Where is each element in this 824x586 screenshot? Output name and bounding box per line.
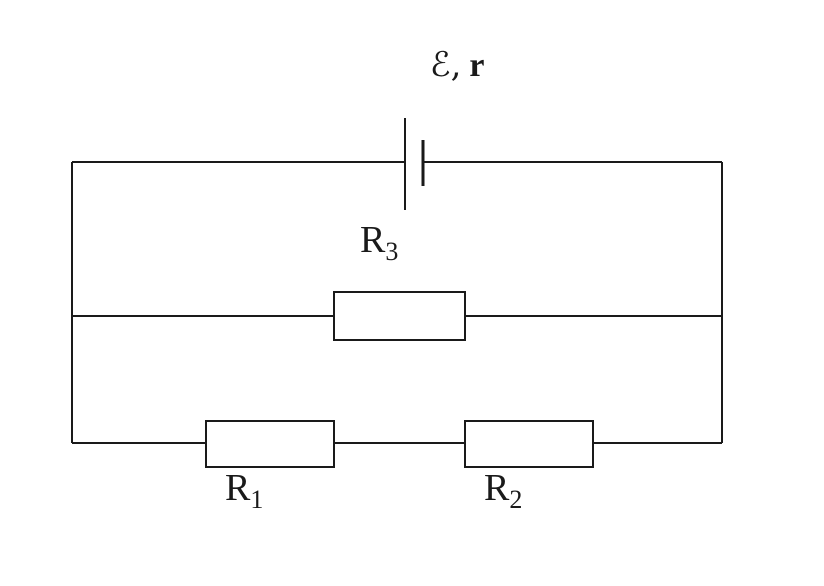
resistor-r2-label: R2 [484,467,522,514]
emf-label: ℰ,r [430,45,485,85]
r2-letter: R [484,467,510,509]
emf-separator: , [451,45,462,85]
resistor-r1 [205,420,335,468]
r3-index: 3 [385,237,398,266]
resistor-r3 [333,291,466,341]
resistor-r1-label: R1 [225,467,263,514]
emf-symbol: ℰ [430,45,451,85]
resistor-r2 [464,420,594,468]
r2-index: 2 [509,485,522,514]
r1-letter: R [225,467,251,509]
internal-resistance-symbol: r [469,47,484,84]
battery-symbol [404,118,425,210]
r1-index: 1 [250,485,263,514]
resistor-r3-label: R3 [360,219,398,266]
r3-letter: R [360,219,386,261]
